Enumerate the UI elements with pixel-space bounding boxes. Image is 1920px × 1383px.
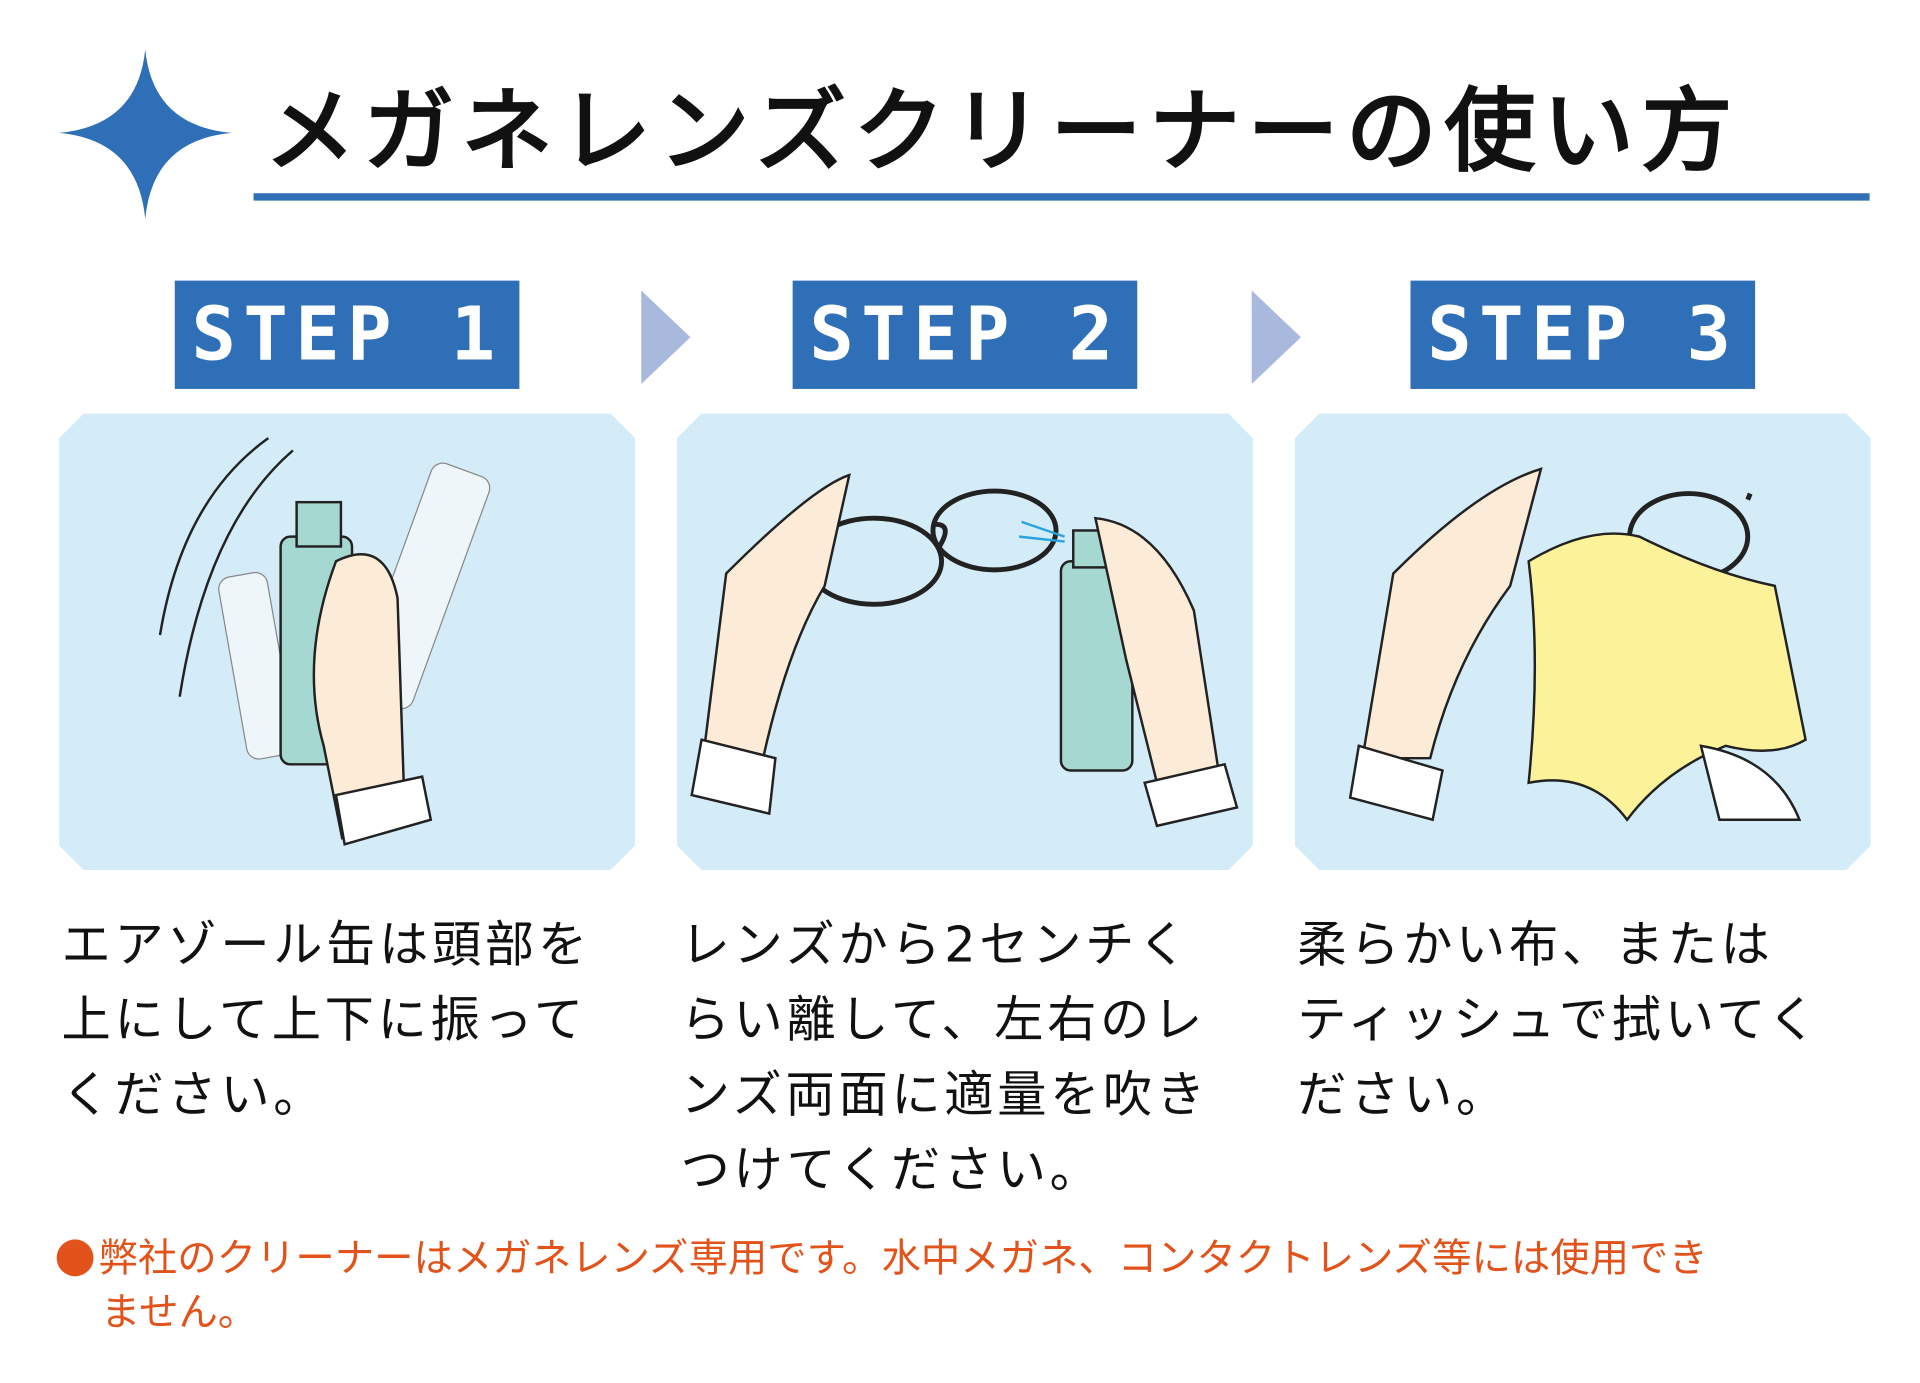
step-1-description: エアゾール缶は頭部を 上にして上下に振って ください。 <box>62 908 640 1133</box>
spraying-glasses-icon <box>690 473 1239 828</box>
title-underline <box>253 193 1870 201</box>
arrow-right-icon <box>1251 290 1301 385</box>
step-2-illustration <box>676 413 1253 871</box>
step-1-badge: STEP 1 <box>174 280 520 389</box>
step-2-description: レンズから2センチく らい離して、左右のレ ンズ両面に適量を吹き つけてください… <box>681 908 1259 1208</box>
description-line: ティッシュで拭いてく <box>1297 992 1821 1049</box>
step-1-illustration <box>59 413 636 871</box>
description-line: ンズ両面に適量を吹き <box>680 1067 1209 1124</box>
step-2-badge: STEP 2 <box>792 280 1138 389</box>
description-line: 上にして上下に振って <box>61 992 587 1049</box>
step-3-illustration <box>1294 413 1871 871</box>
page-title: メガネレンズクリーナーの使い方 <box>264 78 1740 185</box>
description-line: ください。 <box>61 1067 327 1124</box>
description-line: つけてください。 <box>680 1142 1103 1199</box>
step-3-badge: STEP 3 <box>1410 280 1756 389</box>
step-3-description: 柔らかい布、または ティッシュで拭いてく ださい。 <box>1297 908 1875 1133</box>
description-line: らい離して、左右のレ <box>680 992 1206 1049</box>
shaking-spray-can-icon <box>158 437 491 846</box>
caution-note: 弊社のクリーナーはメガネレンズ専用です。水中メガネ、コンタクトレンズ等には使用で… <box>56 1231 1879 1339</box>
sparkle-star-icon <box>59 49 232 220</box>
arrow-right-icon <box>641 290 691 385</box>
description-line: 柔らかい布、または <box>1297 916 1774 974</box>
description-line: レンズから2センチく <box>680 916 1191 974</box>
bullet-dot-icon <box>56 1239 94 1277</box>
description-line: ださい。 <box>1297 1067 1509 1124</box>
description-line: エアゾール缶は頭部を <box>61 916 591 974</box>
note-line: 弊社のクリーナーはメガネレンズ専用です。水中メガネ、コンタクトレンズ等には使用で… <box>98 1234 1708 1282</box>
note-line: ません。 <box>100 1288 258 1336</box>
wiping-lens-cloth-icon <box>1348 467 1807 822</box>
